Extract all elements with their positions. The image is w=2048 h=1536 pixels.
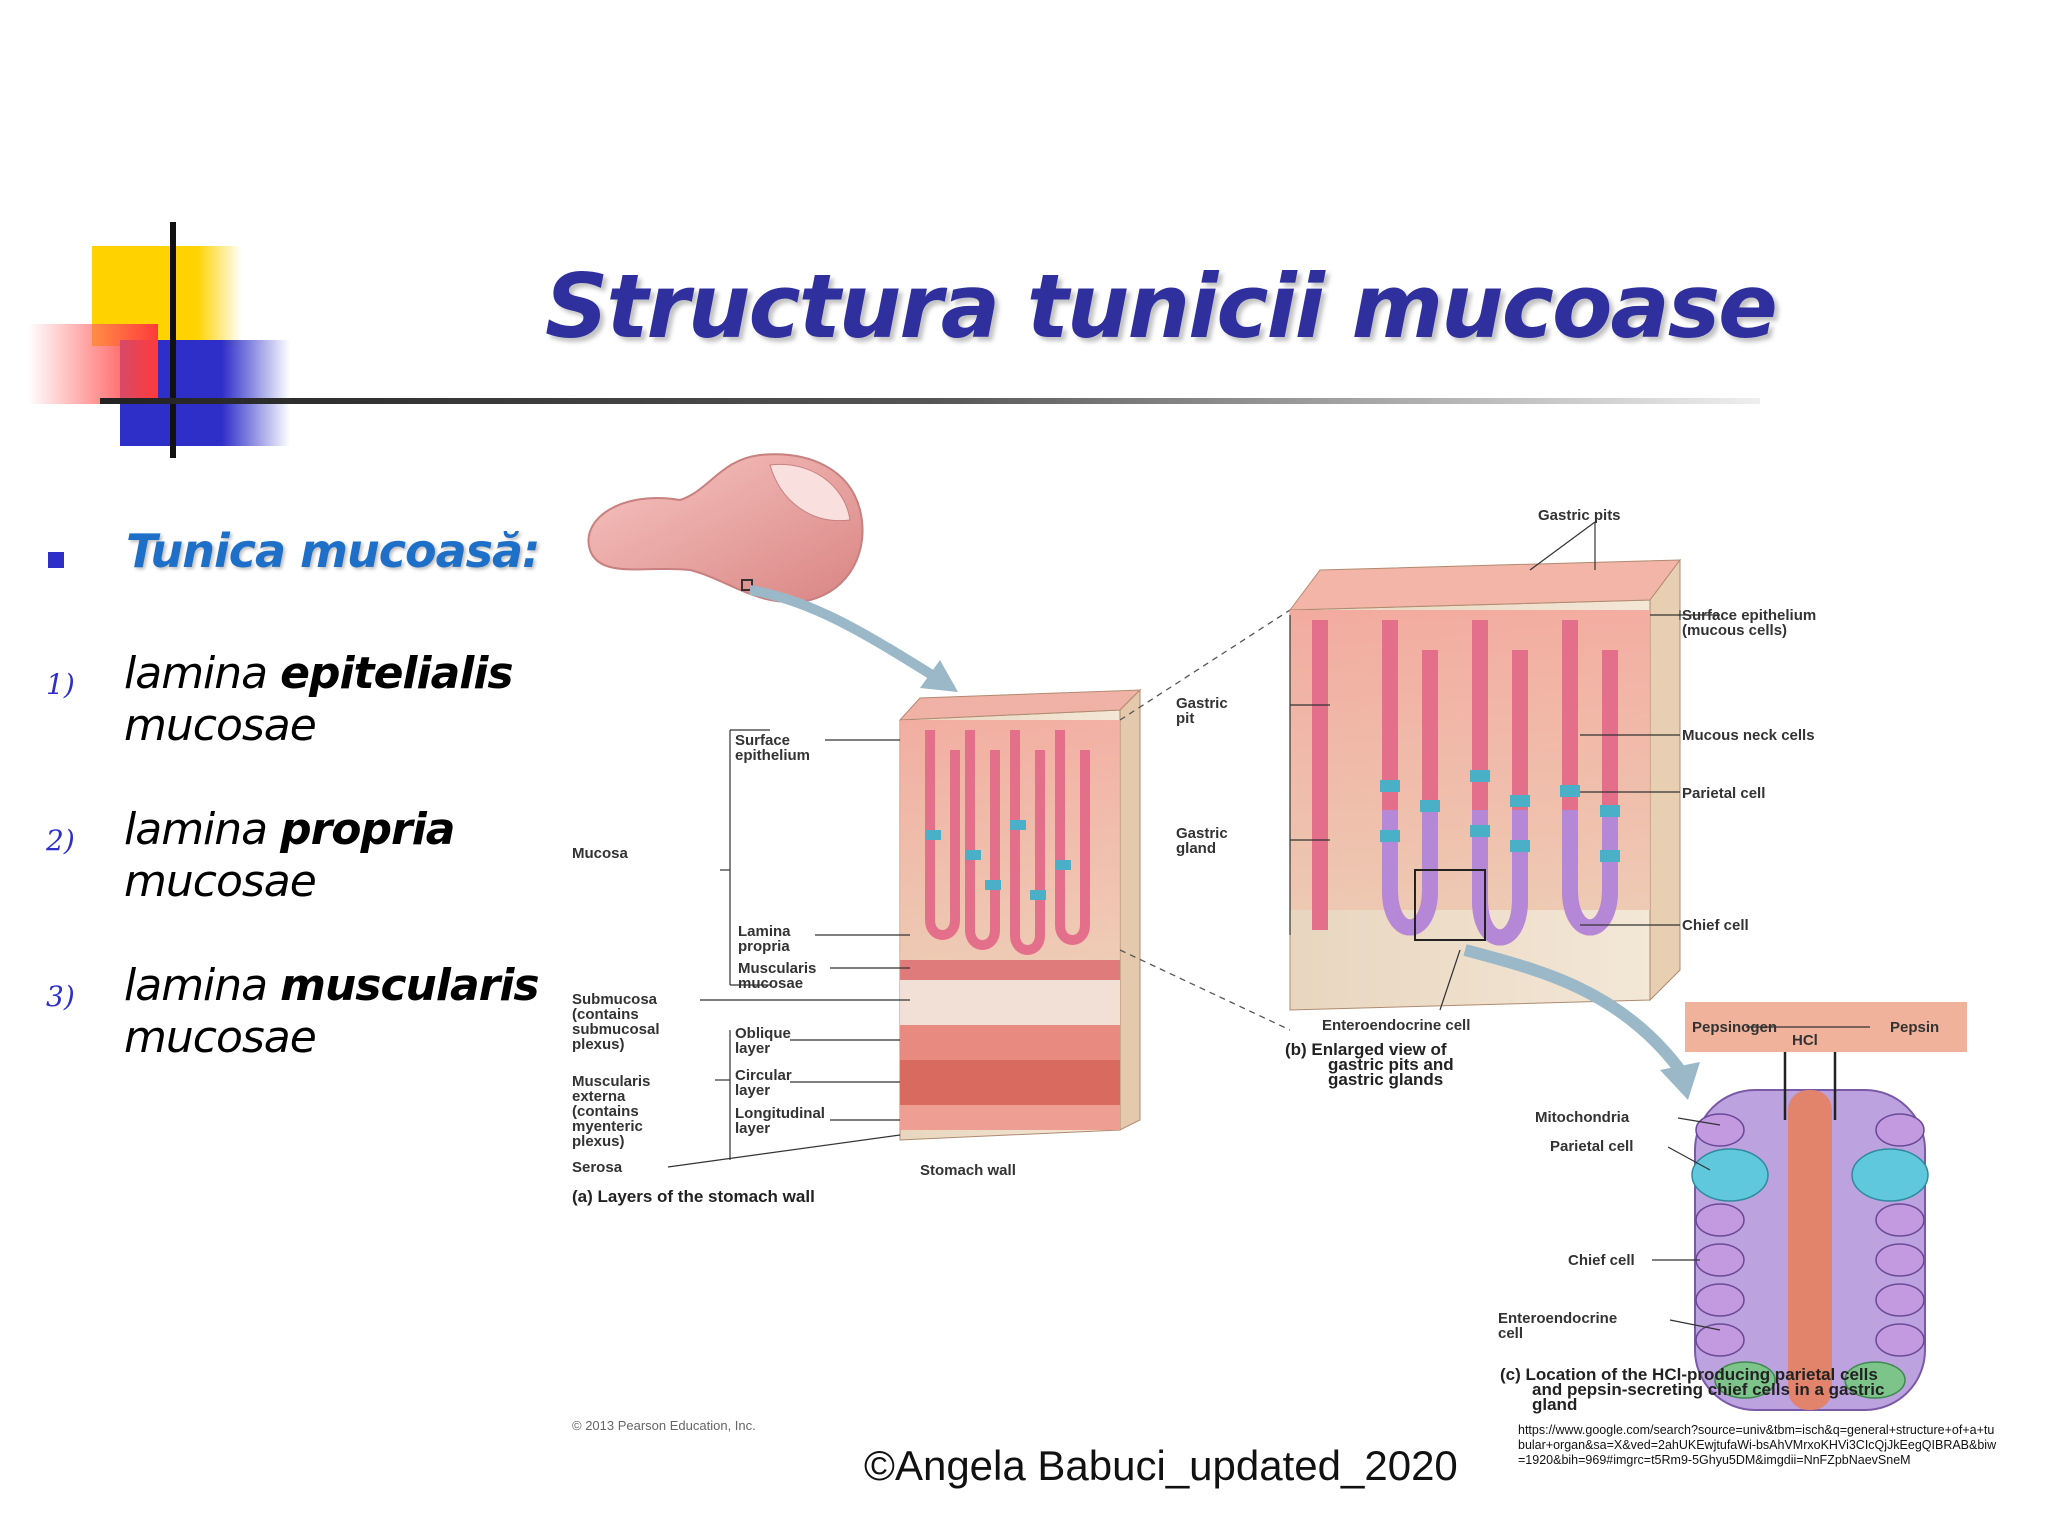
list-number: 1): [46, 668, 75, 701]
list-bold-term: propria: [280, 804, 455, 855]
label: Pepsin: [1890, 1019, 1939, 1036]
label: HCl: [1792, 1032, 1818, 1049]
list-prefix: lamina: [124, 960, 281, 1011]
label: Serosa: [572, 1159, 623, 1176]
label: Oblique: [735, 1025, 791, 1042]
label: gland: [1176, 840, 1216, 857]
panel-b-caption: gastric pits and: [1328, 1055, 1454, 1074]
label: layer: [735, 1040, 770, 1057]
arrow-to-panel-c: [1463, 944, 1685, 1074]
list-text: lamina muscularis mucosae: [124, 960, 540, 1064]
list-bold-term: muscularis: [280, 960, 540, 1011]
label: Mitochondria: [1535, 1109, 1630, 1126]
list-text: lamina epitelialis mucosae: [124, 648, 514, 752]
list-suffix: mucosae: [124, 1012, 317, 1063]
source-link[interactable]: https://www.google.com/search?source=uni…: [1518, 1423, 1997, 1467]
arrow-head-a: [920, 660, 958, 692]
list-prefix: lamina: [124, 804, 281, 855]
bullet-square-icon: [48, 552, 64, 568]
label: Surface: [735, 732, 790, 749]
panel-b-text: Gastric pits Surface epithelium (mucous …: [1176, 507, 1816, 1089]
list-item: 3) lamina muscularis mucosae: [40, 952, 560, 1108]
figure-copyright: © 2013 Pearson Education, Inc.: [572, 1418, 756, 1433]
list-bold-term: epitelialis: [280, 648, 514, 699]
title-underline: [100, 398, 1760, 404]
bullet-list: Tunica mucoasă: 1) lamina epitelialis mu…: [40, 520, 560, 1108]
arrow-head-c: [1660, 1062, 1700, 1100]
decorative-red-block: [28, 324, 158, 404]
label: Enteroendocrine cell: [1322, 1017, 1470, 1034]
list-item: 1) lamina epitelialis mucosae: [40, 640, 560, 796]
footer-credit: ©Angela Babuci_updated_2020: [864, 1442, 1458, 1489]
panel-c-caption: and pepsin-secreting chief cells in a ga…: [1532, 1380, 1884, 1399]
list-prefix: lamina: [124, 648, 281, 699]
panel-c-lines: [1652, 1026, 1870, 1331]
label: Mucous neck cells: [1682, 727, 1815, 744]
label: Submucosa: [572, 991, 658, 1008]
label: Longitudinal: [735, 1105, 825, 1122]
panel-a-text: Surface epithelium Mucosa Lamina propria…: [572, 732, 1016, 1206]
list-item: 2) lamina propria mucosae: [40, 796, 560, 952]
panel-b-caption: gastric glands: [1328, 1070, 1443, 1089]
bullet-heading-row: Tunica mucoasă:: [40, 520, 560, 590]
label: (mucous cells): [1682, 622, 1787, 639]
label: Mucosa: [572, 845, 629, 862]
label: mucosae: [738, 975, 803, 992]
stomach-icon: [587, 453, 864, 603]
label: Chief cell: [1682, 917, 1749, 934]
list-suffix: mucosae: [124, 856, 317, 907]
panel-c-block: [1685, 1002, 1967, 1411]
label: plexus): [572, 1036, 625, 1053]
label: Enteroendocrine: [1498, 1310, 1617, 1327]
panel-b-lines: [1289, 521, 1720, 1011]
list-text: lamina propria mucosae: [124, 804, 456, 908]
panel-c-caption: (c) Location of the HCl-producing pariet…: [1500, 1365, 1878, 1384]
label: Parietal cell: [1550, 1138, 1633, 1155]
label: layer: [735, 1120, 770, 1137]
label: Gastric: [1176, 825, 1228, 842]
panel-b-caption: (b) Enlarged view of: [1285, 1040, 1447, 1059]
label: submucosal: [572, 1021, 660, 1038]
label: Chief cell: [1568, 1252, 1635, 1269]
label: Surface epithelium: [1682, 607, 1816, 624]
label: externa: [572, 1088, 626, 1105]
stomach-wall-figure: Surface epithelium Mucosa Lamina propria…: [572, 453, 1967, 1433]
label: propria: [738, 938, 790, 955]
label: Parietal cell: [1682, 785, 1765, 802]
zoom-lines: [1119, 609, 1291, 1031]
label: Muscularis: [572, 1073, 650, 1090]
list-number: 3): [46, 980, 75, 1013]
label: layer: [735, 1082, 770, 1099]
label: Circular: [735, 1067, 792, 1084]
panel-a-block: [898, 688, 1142, 1141]
label: pit: [1176, 710, 1194, 727]
panel-b-block: [1288, 558, 1682, 1011]
panel-a-caption: (a) Layers of the stomach wall: [572, 1187, 815, 1206]
bullet-heading: Tunica mucoasă:: [126, 524, 540, 578]
label: Muscularis: [738, 960, 816, 977]
label: (contains: [572, 1006, 639, 1023]
label: plexus): [572, 1133, 625, 1150]
label: Lamina: [738, 923, 791, 940]
label: cell: [1498, 1325, 1523, 1342]
slide-title: Structura tunicii mucoase: [545, 255, 1778, 358]
label: epithelium: [735, 747, 810, 764]
panel-c-text: Pepsinogen Pepsin HCl Mitochondria Parie…: [1498, 1019, 1939, 1414]
panel-c-caption: gland: [1532, 1395, 1577, 1414]
decorative-vertical-line: [170, 222, 176, 458]
label: (contains: [572, 1103, 639, 1120]
label: Gastric: [1176, 695, 1228, 712]
list-suffix: mucosae: [124, 700, 317, 751]
label: Stomach wall: [920, 1162, 1016, 1179]
label: Gastric pits: [1538, 507, 1621, 524]
arrow-to-panel-a: [749, 585, 943, 685]
label: myenteric: [572, 1118, 643, 1135]
panel-a-labels: [667, 729, 910, 1168]
label: Pepsinogen: [1692, 1019, 1777, 1036]
list-number: 2): [46, 824, 75, 857]
